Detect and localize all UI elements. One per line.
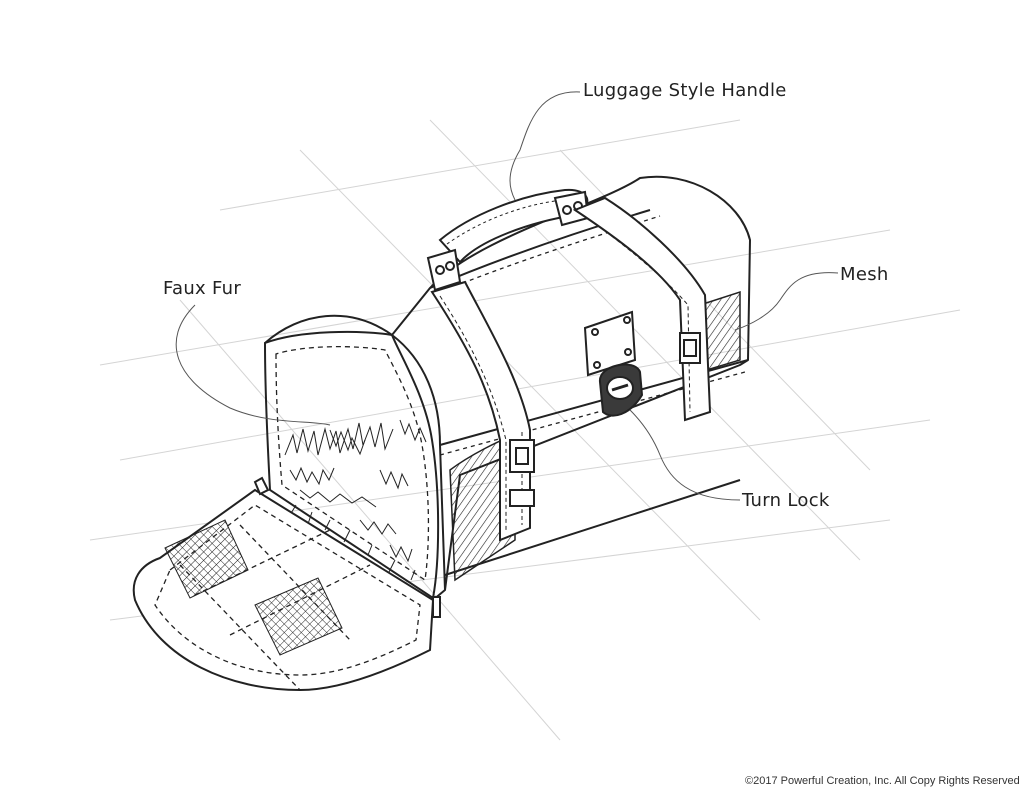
label-faux-fur: Faux Fur: [163, 278, 242, 299]
open-door-flap: [132, 476, 441, 692]
callout-leader-lines: [175, 91, 839, 501]
label-luggage-style-handle: Luggage Style Handle: [583, 80, 787, 101]
end-opening: [263, 330, 440, 600]
copyright-notice: ©2017 Powerful Creation, Inc. All Copy R…: [745, 775, 1020, 787]
label-mesh: Mesh: [840, 264, 889, 285]
turn-lock: [583, 310, 644, 417]
faux-fur-lining: [284, 419, 427, 581]
strap-front: [430, 280, 535, 542]
label-turn-lock: Turn Lock: [742, 490, 830, 511]
luggage-style-handle: [426, 188, 590, 292]
mesh-panels: [449, 290, 741, 582]
strap-back: [572, 196, 712, 422]
